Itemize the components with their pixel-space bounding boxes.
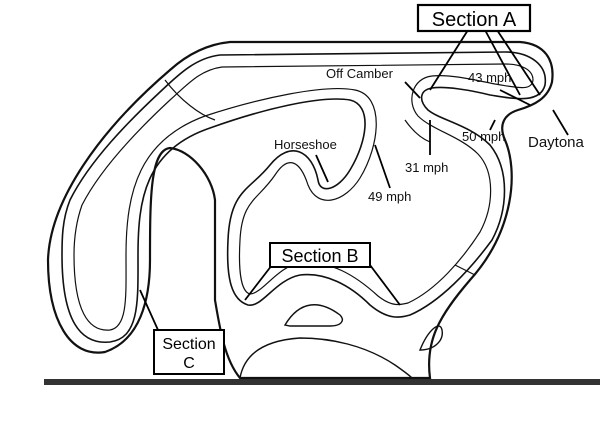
speed-49-label: 49 mph <box>368 189 411 204</box>
svg-text:Section A: Section A <box>432 9 517 31</box>
off-camber-label: Off Camber <box>326 66 394 81</box>
svg-text:C: C <box>183 355 195 372</box>
daytona-label: Daytona <box>528 134 585 151</box>
label-pointers <box>139 29 569 331</box>
section-c-label: Section C <box>153 329 225 375</box>
horseshoe-label: Horseshoe <box>274 137 337 152</box>
section-b-label: Section B <box>269 242 371 268</box>
svg-text:Section: Section <box>162 336 215 353</box>
speed-43-label: 43 mph <box>468 70 511 85</box>
svg-text:Section B: Section B <box>281 246 358 266</box>
ground-line <box>44 379 600 385</box>
infield-structures <box>164 79 476 379</box>
race-track <box>61 51 547 343</box>
speed-31-label: 31 mph <box>405 160 448 175</box>
speed-50-label: 50 mph <box>462 129 505 144</box>
section-a-label: Section A <box>416 3 532 33</box>
track-boundary <box>46 40 554 380</box>
